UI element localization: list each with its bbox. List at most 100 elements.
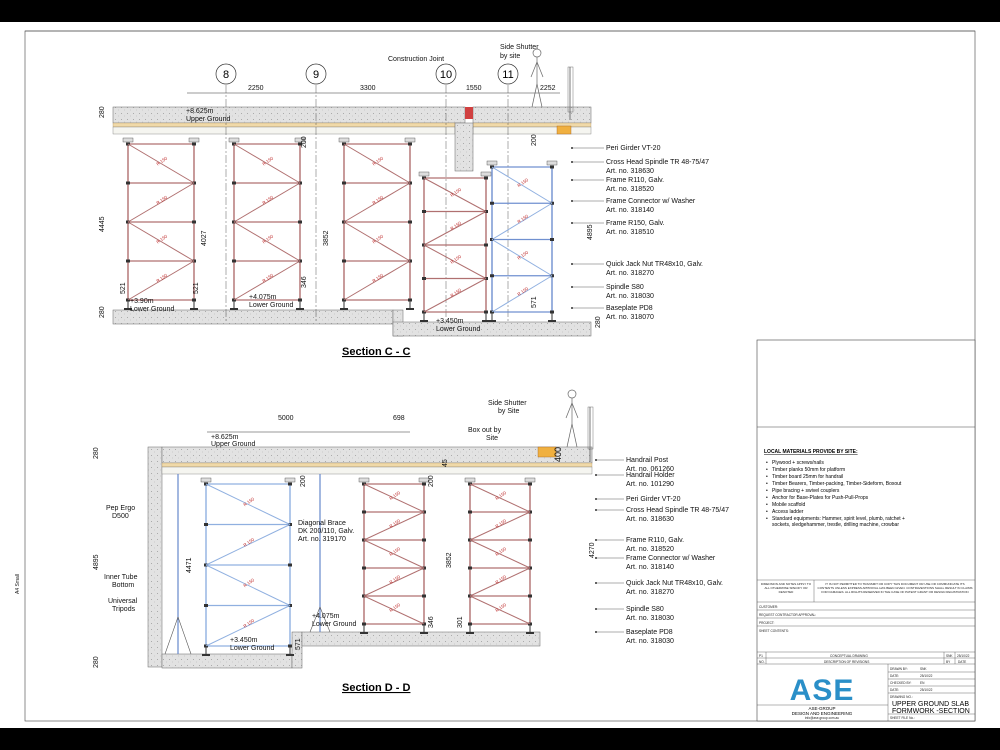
svg-text:R 150: R 150 <box>371 272 384 283</box>
dim-h4: 4895 <box>587 224 594 240</box>
dd-level-lower1-label: Lower Ground <box>312 621 356 628</box>
drawing-title-1: UPPER GROUND SLAB <box>892 701 969 708</box>
svg-text:R 150: R 150 <box>494 574 507 585</box>
svg-text:R 150: R 150 <box>449 220 462 231</box>
date-value-1: 25/10/22 <box>920 674 933 678</box>
dd-callout-art-0: Art. no. 061260 <box>626 466 674 473</box>
side-shutter-label-1: Side Shutter <box>500 44 539 51</box>
drawing-no-label: DRAWING NO.: <box>890 695 913 699</box>
company-logo: ASE <box>790 674 855 707</box>
dim-h3: 3852 <box>323 230 330 246</box>
dim-h1: 4445 <box>99 216 106 232</box>
svg-text:R 150: R 150 <box>371 194 384 205</box>
svg-text:R 150: R 150 <box>449 187 462 198</box>
pep-ergo-prop <box>177 474 321 654</box>
section-d-d: R 150 R 150 R 150 R 150 R 150 R 150 R 150 R 150… <box>147 389 594 669</box>
materials-item-2-0: Timber board 25mm for handrail <box>772 474 843 480</box>
diag-brace-1: Diagonal Brace <box>298 520 346 527</box>
svg-text:R 150: R 150 <box>494 602 507 613</box>
rev-date: 25/10/22 <box>957 654 970 658</box>
checked-value: EN <box>920 681 925 685</box>
col-date: DATE <box>958 660 966 664</box>
cc-callout-art-1: Art. no. 318630 <box>606 168 654 175</box>
grid-label-10: 10 <box>440 69 452 81</box>
title-block <box>757 579 975 721</box>
grid-bubble-11 <box>497 63 519 85</box>
cc-callout-6: Spindle S80 <box>606 284 644 291</box>
dd-callout-7: Spindle S80 <box>626 606 664 613</box>
level-lower2-value: +4.075m <box>249 294 277 301</box>
dd-box-out-2: Site <box>486 435 498 442</box>
materials-item-5-0: Anchor for Base-Plates for Push-Pull-Pro… <box>772 495 869 501</box>
span-1: 2250 <box>248 85 264 92</box>
grid-bubble-10 <box>435 63 457 85</box>
dd-callout-3: Cross Head Spindle TR 48-75/47 <box>626 507 729 514</box>
cc-callout-3: Frame Connector w/ Washer <box>606 198 696 205</box>
dd-callout-art-8: Art. no. 318030 <box>626 638 674 645</box>
dd-dim-200b: 200 <box>428 475 435 487</box>
company-email: info@ase-group.com.au <box>805 716 839 720</box>
dd-callout-art-1: Art. no. 101290 <box>626 481 674 488</box>
dd-callout-art-4: Art. no. 318520 <box>626 546 674 553</box>
svg-text:R 150: R 150 <box>261 272 274 283</box>
svg-text:R 150: R 150 <box>155 194 168 205</box>
pep-ergo-label-1: Pep Ergo <box>106 505 135 512</box>
dd-callout-art-3: Art. no. 318630 <box>626 516 674 523</box>
materials-item-0-0: Plywood + screws/nails <box>772 460 824 466</box>
dd-callout-0: Handrail Post <box>626 457 668 464</box>
dd-callout-art-7: Art. no. 318030 <box>626 615 674 622</box>
svg-text:R 150: R 150 <box>388 574 401 585</box>
svg-text:R 150: R 150 <box>242 496 255 507</box>
project-label: PROJECT: <box>759 621 775 625</box>
materials-item-1-0: Timber planks 50mm for platform <box>772 467 845 473</box>
rev-by: SNK <box>946 654 953 658</box>
dim-521b: 521 <box>193 282 200 294</box>
section-c-title: Section C - C <box>342 346 411 358</box>
dd-side-shutter-2: by Site <box>498 408 520 415</box>
level-lower2-label: Lower Ground <box>249 302 293 309</box>
materials-bullet-0: • <box>766 460 768 466</box>
col-no: NO. <box>759 660 765 664</box>
level-lower1-value: +3.90m <box>130 298 154 305</box>
level-lower3-label: Lower Ground <box>436 326 480 333</box>
dd-dim-400: 400 <box>553 447 563 462</box>
cc-callout-2: Frame R110, Galv. <box>606 177 664 184</box>
svg-text:R 150: R 150 <box>388 490 401 501</box>
svg-text:R 150: R 150 <box>388 546 401 557</box>
materials-list: •Plywood + screws/nails•Timber planks 50… <box>766 460 905 528</box>
tripods-label-2: Tripods <box>112 606 136 613</box>
dd-dim-200a: 200 <box>300 475 307 487</box>
svg-text:R 150: R 150 <box>388 602 401 613</box>
date-label-1: DATE: <box>890 674 899 678</box>
svg-text:R 150: R 150 <box>242 618 255 629</box>
dd-callout-5: Frame Connector w/ Washer <box>626 555 716 562</box>
grid-bubble-8 <box>215 63 237 85</box>
svg-text:R 150: R 150 <box>242 577 255 588</box>
diag-brace-3: Art. no. 319170 <box>298 536 346 543</box>
dd-span-1: 5000 <box>278 415 294 422</box>
svg-text:R 150: R 150 <box>155 272 168 283</box>
universal-tripod <box>164 606 331 655</box>
section-d-title: Section D - D <box>342 682 411 694</box>
dd-box-out-1: Box out by <box>468 427 502 434</box>
svg-text:R 150: R 150 <box>371 155 384 166</box>
dim-521a: 521 <box>120 282 127 294</box>
notes-right: IT IS NOT PERMITTED TO TRANSMIT OR COPY … <box>817 582 973 594</box>
drawing-title-2: FORMWORK -SECTION <box>892 708 970 715</box>
dd-dim-571: 571 <box>295 638 302 650</box>
svg-text:R 150: R 150 <box>155 155 168 166</box>
cc-callout-7: Baseplate PD8 <box>606 305 653 312</box>
level-upper-label: Upper Ground <box>186 116 230 123</box>
cc-callout-art-5: Art. no. 318270 <box>606 270 654 277</box>
dd-dim-h1: 4895 <box>93 554 100 570</box>
construction-joint-label: Construction Joint <box>388 56 444 63</box>
cc-callout-1: Cross Head Spindle TR 48-75/47 <box>606 159 709 166</box>
materials-item-7-0: Access ladder <box>772 509 804 515</box>
peri-girder-row <box>112 126 456 135</box>
dd-side-shutter-1: Side Shutter <box>488 400 527 407</box>
